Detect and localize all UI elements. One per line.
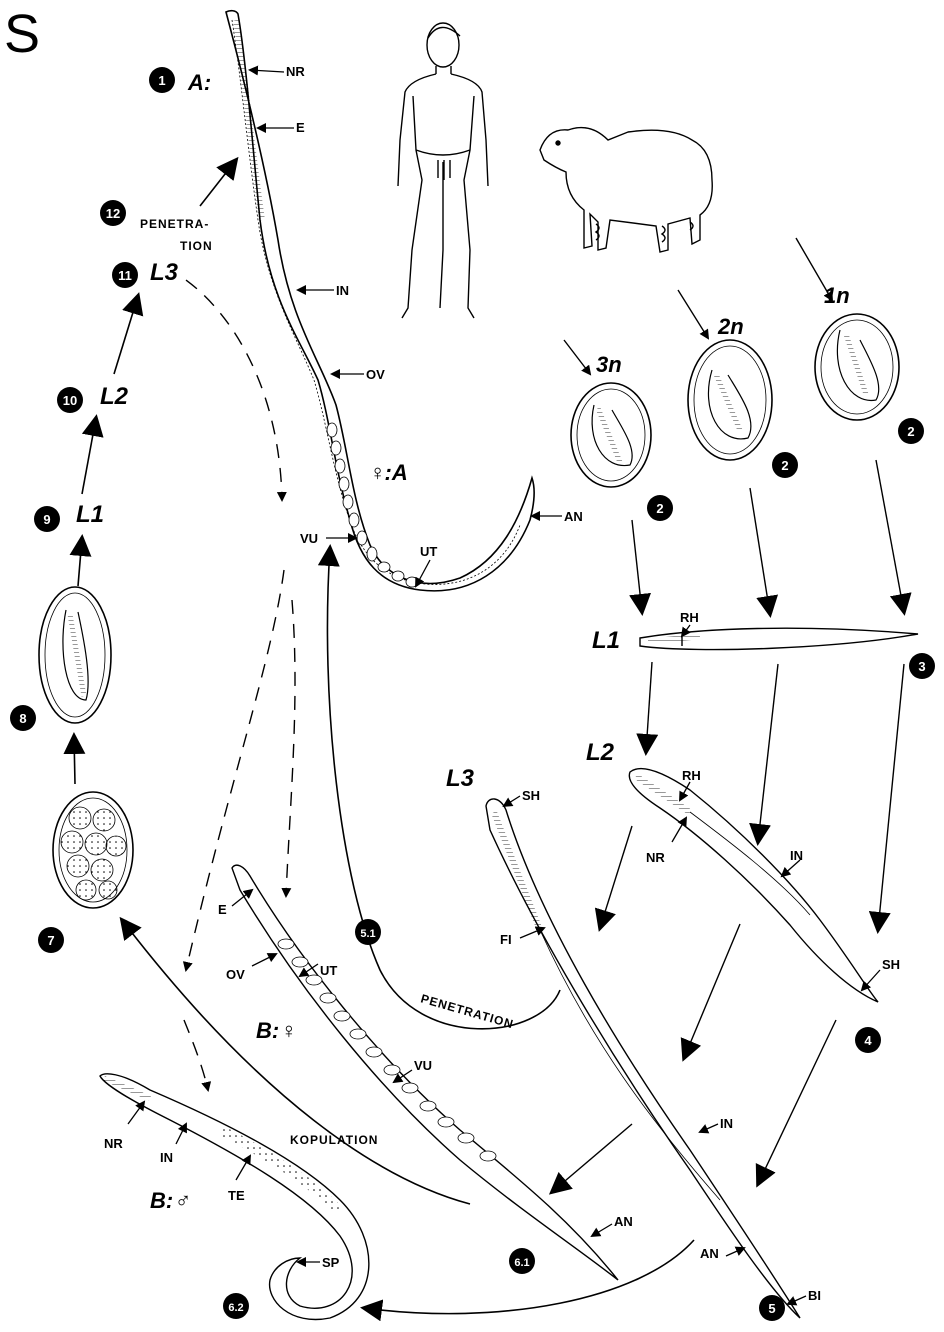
egg-2n	[688, 340, 772, 460]
label-bi-3: BI	[808, 1288, 821, 1303]
label-nr-2: NR	[646, 850, 665, 865]
step-4: 4	[864, 1033, 872, 1048]
label-ut-b: UT	[320, 963, 337, 978]
process-penetration-top-1: PENETRA-	[140, 217, 209, 231]
title-female-a: ♀:A	[368, 460, 408, 485]
process-penetration-mid: PENETRATION	[419, 991, 515, 1031]
nucleus-3n: 3n	[596, 352, 622, 377]
label-e-a: E	[296, 120, 305, 135]
label-ut-a: UT	[420, 544, 437, 559]
step-9: 9	[43, 512, 50, 527]
step-61: 6.1	[514, 1257, 529, 1269]
egg-8-embryonated	[39, 587, 111, 723]
step-5: 5	[768, 1301, 775, 1316]
stage-l2-left: L2	[100, 383, 129, 410]
stage-l1-left: L1	[76, 501, 104, 528]
label-sp-m: SP	[322, 1255, 340, 1270]
parasitic-female-a	[226, 11, 534, 591]
step-11: 11	[118, 268, 132, 283]
process-penetration-top-2: TION	[180, 239, 213, 253]
label-in-m: IN	[160, 1150, 173, 1165]
label-sh-2: SH	[882, 957, 900, 972]
panel-letter: S	[4, 4, 40, 64]
step-2b: 2	[781, 458, 788, 473]
step-3: 3	[918, 659, 925, 674]
egg-3n	[571, 383, 651, 487]
step-51: 5.1	[360, 928, 375, 940]
label-vu-a: VU	[300, 531, 318, 546]
label-an-b: AN	[614, 1214, 633, 1229]
stage-l3-right: L3	[446, 765, 475, 792]
step-7: 7	[47, 933, 54, 948]
larva-l1-right	[640, 625, 918, 650]
larva-l2	[629, 769, 878, 1002]
step-62: 6.2	[228, 1302, 243, 1314]
stage-l3-left: L3	[150, 259, 179, 286]
label-fi-3: FI	[500, 932, 512, 947]
title-parasitic-a: A:	[187, 70, 211, 95]
step-1: 1	[158, 73, 165, 88]
step-10: 10	[63, 393, 77, 408]
label-nr-a: NR	[286, 64, 305, 79]
nucleus-2n: 2n	[717, 314, 744, 339]
label-in-3: IN	[720, 1116, 733, 1131]
label-nr-m: NR	[104, 1136, 123, 1151]
label-rh-2: RH	[682, 768, 701, 783]
label-an-a: AN	[564, 509, 583, 524]
process-copulation: KOPULATION	[290, 1133, 378, 1147]
label-rh-1: RH	[680, 610, 699, 625]
sheep-figure	[540, 128, 712, 252]
egg-to-l1-arrows	[632, 460, 904, 614]
title-male-b: B:♂	[150, 1188, 190, 1213]
label-ov-b: OV	[226, 967, 245, 982]
step-2c: 2	[656, 501, 663, 516]
stage-l2-right: L2	[586, 739, 615, 766]
nucleus-1n: 1n	[824, 283, 850, 308]
left-cycle-arrows	[74, 160, 236, 784]
step-8: 8	[19, 711, 26, 726]
label-sh-3: SH	[522, 788, 540, 803]
label-ov-a: OV	[366, 367, 385, 382]
stage-l1-right: L1	[592, 627, 620, 654]
step-12: 12	[106, 206, 120, 221]
label-vu-b: VU	[414, 1058, 432, 1073]
egg-1n	[815, 314, 899, 420]
label-te-m: TE	[228, 1188, 245, 1203]
label-in-2: IN	[790, 848, 803, 863]
step-2a: 2	[907, 424, 914, 439]
label-in-a: IN	[336, 283, 349, 298]
title-female-b: B:♀	[256, 1018, 296, 1043]
label-an-3: AN	[700, 1246, 719, 1261]
egg-7-morula	[53, 792, 133, 908]
human-figure	[398, 23, 488, 318]
label-e-b: E	[218, 902, 227, 917]
step-markers: 1 12 11 10 9 8 7 2 2 2 3 4 5 5.1 6.1 6.2	[10, 67, 935, 1321]
